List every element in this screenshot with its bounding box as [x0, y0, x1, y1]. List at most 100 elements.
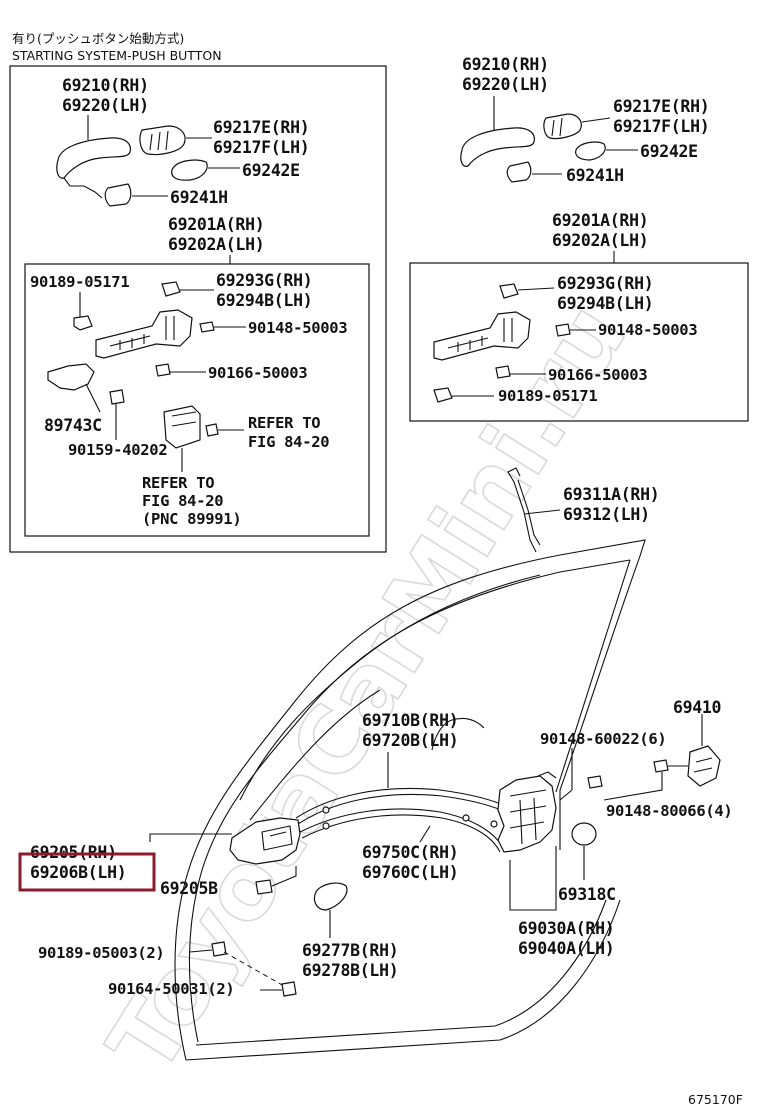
label-90148-50003-right: 90148-50003 [598, 321, 697, 339]
bracket-clip-left [161, 281, 181, 297]
door-frame-bracket-left [95, 309, 193, 359]
label-69760c: 69760C(LH) [362, 863, 458, 882]
label-90189-05171-right: 90189-05171 [498, 387, 597, 405]
link-rod-part [507, 467, 537, 553]
dash-90164 [223, 951, 285, 987]
label-69202a-left: 69202A(LH) [168, 235, 264, 254]
label-69201a-left: 69201A(RH) [168, 215, 264, 234]
label-refer2-line3: (PNC 89991) [142, 510, 241, 528]
label-69220-left: 69220(LH) [62, 96, 149, 115]
handle-cap-part-left [139, 125, 212, 156]
label-refer1-line2: FIG 84-20 [248, 433, 329, 451]
label-69241h-right: 69241H [566, 166, 624, 185]
label-69030a: 69030A(RH) [518, 919, 614, 938]
left-group-box [9, 65, 387, 553]
label-69293g-right: 69293G(RH) [557, 274, 653, 293]
grommet-part [571, 822, 597, 846]
label-69293g-left: 69293G(RH) [216, 271, 312, 290]
label-69210-left: 69210(RH) [62, 76, 149, 95]
cover-69277b-part [313, 882, 348, 911]
label-69242e-right: 69242E [640, 142, 698, 161]
leader-69710b-end [431, 717, 485, 751]
leader-69205b [271, 866, 297, 887]
label-69750c: 69750C(RH) [362, 843, 458, 862]
label-69318c: 69318C [558, 885, 616, 904]
label-69294b-left: 69294B(LH) [216, 291, 312, 310]
header-en: STARTING SYSTEM-PUSH BUTTON [12, 48, 222, 63]
left-inner-box [24, 263, 370, 537]
link-rod-part-2 [517, 479, 541, 546]
leader-90148-60022 [559, 748, 573, 801]
clip-part-right [433, 387, 453, 403]
handle-cap-part-right [543, 113, 611, 140]
inside-handle-part [229, 817, 301, 865]
bolt-part-right-b [495, 365, 511, 379]
label-90166-50003-right: 90166-50003 [548, 366, 647, 384]
sensor-part-left [163, 405, 219, 449]
leader-90148-80066 [603, 772, 663, 801]
release-cable-part [295, 787, 511, 853]
label-90189-05171-left: 90189-05171 [30, 273, 129, 291]
label-90164-50031: 90164-50031(2) [108, 980, 234, 998]
label-90148-50003-left: 90148-50003 [248, 319, 347, 337]
screw-part-left [109, 389, 125, 405]
label-69710b: 69710B(RH) [362, 711, 458, 730]
label-69220-right: 69220(LH) [462, 75, 549, 94]
highlight-69206b [18, 852, 156, 892]
bracket-clip-right [499, 283, 519, 299]
right-inner-box [409, 262, 749, 422]
label-69311a: 69311A(RH) [563, 485, 659, 504]
label-refer1-line1: REFER TO [248, 414, 320, 432]
label-69241h-left: 69241H [170, 188, 228, 207]
door-lock-part [497, 771, 557, 853]
leader-69293g-right [517, 287, 555, 291]
label-69410: 69410 [673, 698, 721, 717]
bracket-89743c-part-left [47, 363, 101, 413]
label-69217e-left: 69217E(RH) [213, 118, 309, 137]
label-69294b-right: 69294B(LH) [557, 294, 653, 313]
leader-69750c [419, 825, 431, 843]
label-69202a-right: 69202A(LH) [552, 231, 648, 250]
label-69210-right: 69210(RH) [462, 55, 549, 74]
bolt-part-right-a [555, 323, 571, 337]
label-69205b: 69205B [160, 879, 218, 898]
leader-69205 [149, 833, 232, 842]
label-refer2-line1: REFER TO [142, 474, 214, 492]
leader-90189-05003 [189, 949, 213, 953]
screw-69205b-part [255, 879, 273, 895]
label-90148-60022: 90148-60022(6) [540, 730, 666, 748]
label-90148-80066: 90148-80066(4) [606, 802, 732, 820]
figure-id: 675170F [688, 1092, 743, 1107]
handle-pad-part-right [575, 141, 638, 161]
label-89743c-left: 89743C [44, 416, 102, 435]
screw-90164-part [281, 981, 297, 997]
label-69277b: 69277B(RH) [302, 941, 398, 960]
label-69217f-left: 69217F(LH) [213, 138, 309, 157]
label-69201a-right: 69201A(RH) [552, 211, 648, 230]
label-69217f-right: 69217F(LH) [613, 117, 709, 136]
label-69720b: 69720B(LH) [362, 731, 458, 750]
bolt-lock-part [587, 775, 603, 789]
label-69206b: 69206B(LH) [30, 863, 126, 882]
clip-90189-05003-part [211, 941, 227, 957]
header-jp: 有り(プッシュボタン始動方式) [12, 31, 184, 46]
door-frame-bracket-right [433, 311, 531, 361]
label-90189-05003: 90189-05003(2) [38, 944, 164, 962]
handle-gasket-part-left [104, 183, 168, 207]
leader-69030a [509, 846, 557, 911]
label-69040a: 69040A(LH) [518, 939, 614, 958]
label-69312: 69312(LH) [563, 505, 650, 524]
bolt-part-left-a [199, 321, 215, 333]
door-outline [174, 539, 646, 1061]
label-90166-50003-left: 90166-50003 [208, 364, 307, 382]
handle-gasket-part-right [506, 161, 562, 183]
label-69278b: 69278B(LH) [302, 961, 398, 980]
label-69217e-right: 69217E(RH) [613, 97, 709, 116]
label-69242e-left: 69242E [242, 161, 300, 180]
outside-handle-part-right [460, 96, 535, 167]
label-refer2-line2: FIG 84-20 [142, 492, 223, 510]
striker-part [653, 745, 721, 787]
leader-69311a [523, 509, 561, 515]
